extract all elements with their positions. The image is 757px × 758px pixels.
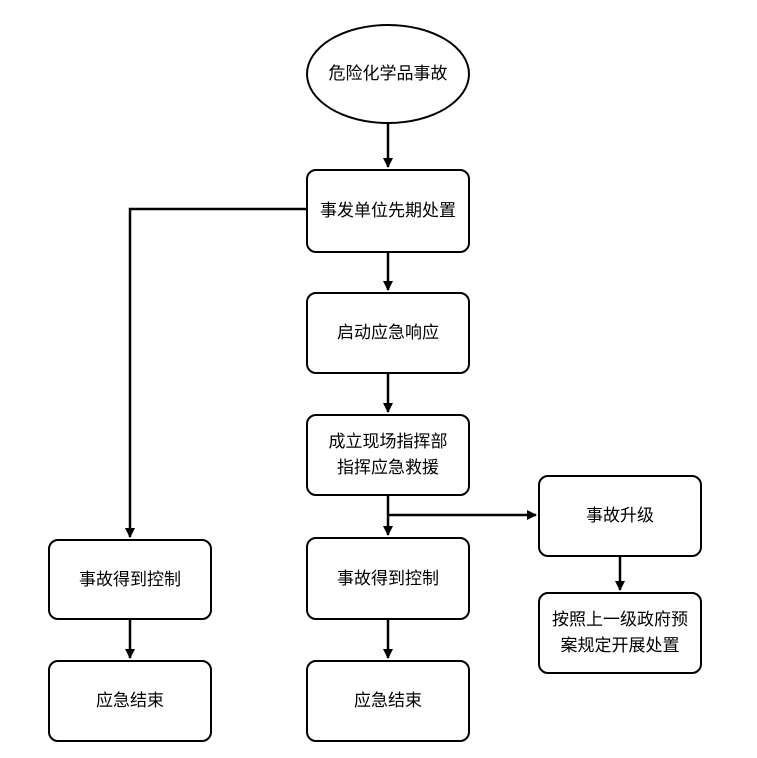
node-command-line1: 成立现场指挥部 (328, 432, 448, 452)
node-command-line2: 指挥应急救援 (337, 458, 439, 478)
node-launch-response-label: 启动应急响应 (337, 323, 439, 343)
node-controlled-left: 事故得到控制 (48, 539, 212, 620)
node-initial-response-label: 事发单位先期处置 (320, 201, 456, 221)
node-start-label: 危险化学品事故 (328, 64, 448, 84)
node-end-center-label: 应急结束 (354, 691, 422, 711)
node-launch-response: 启动应急响应 (306, 292, 470, 374)
node-gov-plan-line2: 案规定开展处置 (560, 636, 680, 656)
node-upgrade: 事故升级 (538, 475, 702, 557)
node-end-left-label: 应急结束 (96, 691, 164, 711)
node-gov-plan-line1: 按照上一级政府预 (552, 610, 688, 630)
node-upgrade-label: 事故升级 (586, 506, 654, 526)
node-controlled-left-label: 事故得到控制 (79, 569, 181, 590)
node-gov-plan: 按照上一级政府预 案规定开展处置 (538, 592, 702, 674)
arrow-initial-to-left-controlled (125, 207, 306, 538)
node-end-center: 应急结束 (306, 660, 470, 742)
node-controlled-center-label: 事故得到控制 (337, 568, 439, 589)
node-start: 危险化学品事故 (306, 24, 470, 124)
node-end-left: 应急结束 (48, 660, 212, 742)
node-command-center: 成立现场指挥部 指挥应急救援 (306, 414, 470, 496)
node-controlled-center: 事故得到控制 (306, 537, 470, 620)
node-initial-response: 事发单位先期处置 (306, 169, 470, 253)
